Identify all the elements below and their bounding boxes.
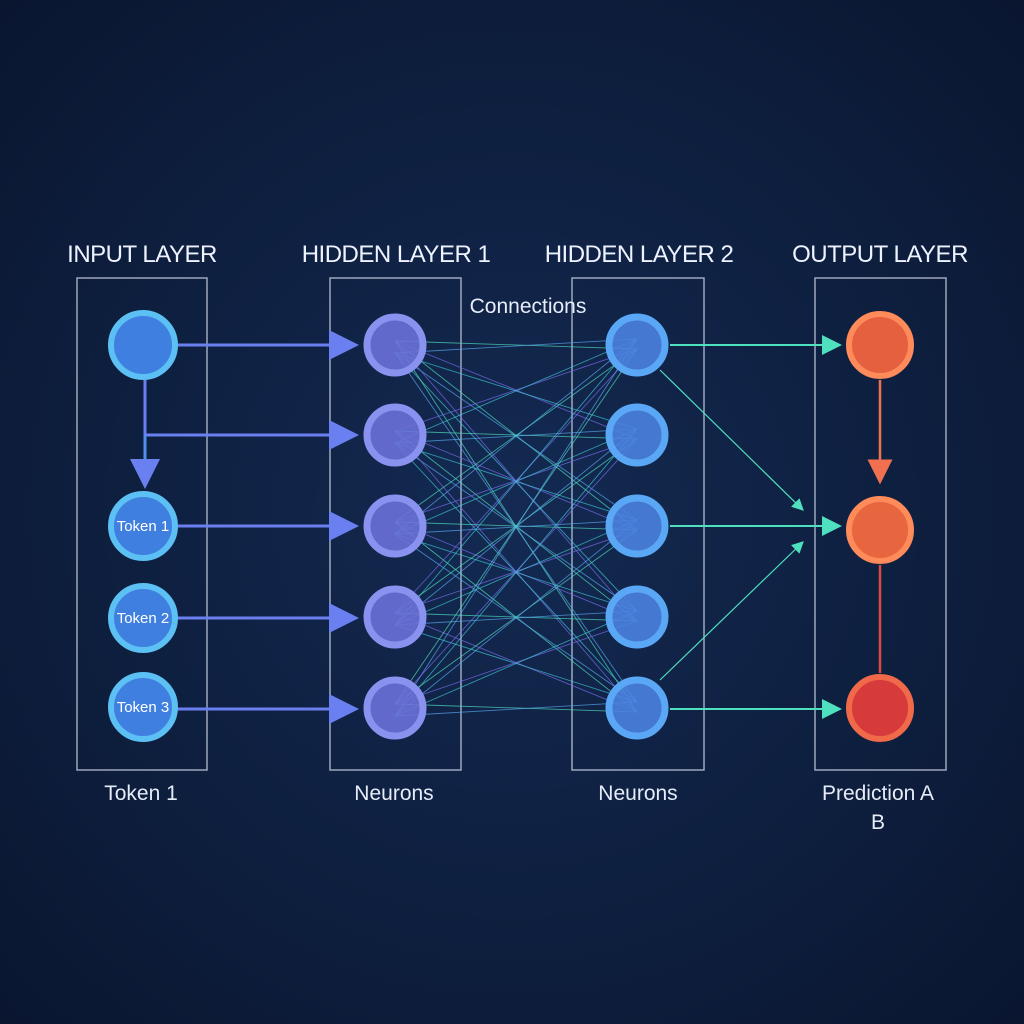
connection-line	[394, 610, 638, 717]
connection-line	[394, 348, 638, 523]
token-3-label: Token 3	[117, 699, 170, 716]
connection-line	[394, 519, 638, 717]
arrow	[659, 369, 804, 511]
hidden-1-node	[363, 585, 427, 649]
hidden-2-node	[605, 313, 669, 377]
output-node-3	[846, 674, 914, 742]
connection-line	[394, 338, 638, 354]
hidden-2-caption: Neurons	[598, 782, 677, 805]
connection-line	[394, 338, 638, 626]
input-node-token-2	[108, 583, 178, 653]
input-node-token-1	[108, 491, 178, 561]
connection-line	[394, 338, 638, 717]
hidden-1-caption: Neurons	[354, 782, 433, 805]
output-node-2	[846, 496, 914, 564]
connection-line	[394, 348, 638, 432]
connections-label: Connections	[470, 295, 587, 318]
input-node	[108, 310, 178, 380]
output-caption-line1: Prediction A	[822, 782, 934, 805]
connection-line	[394, 529, 638, 705]
hidden-2-node	[605, 676, 669, 740]
hidden-2-node	[605, 585, 669, 649]
hidden-nodes	[363, 313, 669, 740]
connection-line	[394, 338, 638, 444]
output-caption-line2: B	[871, 811, 885, 834]
connection-line	[394, 428, 638, 717]
input-node-token-3	[108, 672, 178, 742]
hidden-layer-1-title: HIDDEN LAYER 1	[302, 241, 491, 268]
hidden-connections	[394, 338, 638, 717]
input-nodes: Token 1 Token 2 Token 3	[108, 310, 178, 742]
connection-line	[394, 620, 638, 705]
input-arrows	[130, 330, 359, 724]
connection-line	[394, 703, 638, 713]
output-nodes	[846, 311, 914, 742]
arrow	[659, 541, 804, 681]
connection-line	[394, 701, 638, 717]
hidden-1-node	[363, 676, 427, 740]
arrow	[143, 380, 359, 450]
hidden-1-node	[363, 313, 427, 377]
connection-line	[394, 338, 638, 535]
input-caption: Token 1	[104, 782, 178, 805]
token-1-label: Token 1	[117, 518, 170, 535]
token-2-label: Token 2	[117, 610, 170, 627]
hidden-layer-2-title: HIDDEN LAYER 2	[545, 241, 734, 268]
hidden-1-node	[363, 403, 427, 467]
hidden-1-node	[363, 494, 427, 558]
connection-line	[394, 348, 638, 705]
hidden-2-node	[605, 494, 669, 558]
output-arrows	[659, 335, 842, 719]
output-layer-box	[814, 277, 947, 771]
connection-line	[394, 348, 638, 614]
output-layer-title: OUTPUT LAYER	[792, 241, 968, 268]
connection-line	[394, 340, 638, 350]
connection-line	[394, 438, 638, 705]
output-node-1	[846, 311, 914, 379]
input-layer-title: INPUT LAYER	[67, 241, 217, 268]
input-layer-box	[76, 277, 208, 771]
hidden-2-node	[605, 403, 669, 467]
